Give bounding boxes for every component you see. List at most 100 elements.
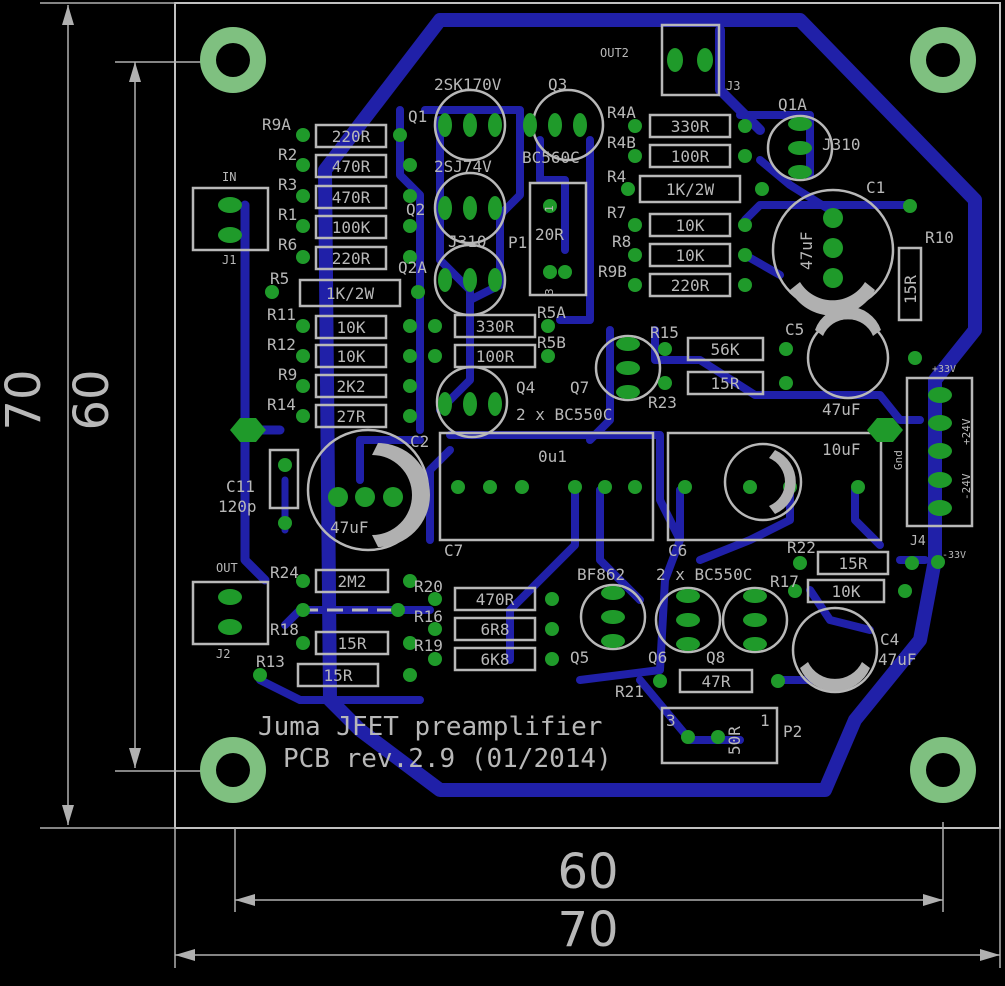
label-m33v: -33V: [942, 550, 966, 561]
label-2sk170: 2SK170V: [434, 75, 502, 94]
label-r20: R20: [414, 577, 443, 596]
label-r24: R24: [270, 563, 299, 582]
value-r4: 1K/2W: [666, 180, 715, 199]
value-r8: 10K: [676, 246, 705, 265]
label-out: OUT: [216, 561, 238, 575]
label-q7: Q7: [570, 378, 589, 397]
value-r4a: 330R: [671, 117, 710, 136]
dim-vertical-inner: 60: [64, 369, 120, 430]
value-r20: 470R: [476, 590, 515, 609]
label-p1-pin1: 1: [543, 205, 556, 212]
value-r15: 56K: [711, 340, 740, 359]
label-r14: R14: [267, 395, 296, 414]
label-c4-value: 47uF: [878, 650, 917, 669]
label-p1-pin3: 3: [543, 288, 556, 295]
value-r13: 15R: [324, 666, 353, 685]
label-p2-value: 50R: [725, 726, 744, 755]
label-r5a: R5A: [537, 303, 566, 322]
value-r14: 27R: [337, 407, 366, 426]
value-r2: 470R: [332, 157, 371, 176]
label-c4: C4: [880, 630, 899, 649]
label-j3: J3: [726, 79, 740, 93]
label-bc550-lower: 2 x BC550C: [656, 565, 752, 584]
label-r9: R9: [278, 365, 297, 384]
dim-horizontal-outer: 70: [557, 902, 618, 958]
value-r5b: 100R: [476, 347, 515, 366]
label-c6: C6: [668, 541, 687, 560]
label-r6: R6: [278, 235, 297, 254]
label-r15: R15: [650, 323, 679, 342]
label-c6-value: 10uF: [822, 440, 861, 459]
label-r8: R8: [612, 232, 631, 251]
silkscreen-outlines: [191, 23, 974, 765]
value-r5: 1K/2W: [326, 284, 375, 303]
value-r16: 6R8: [481, 620, 510, 639]
label-j2: J2: [216, 647, 230, 661]
label-r4: R4: [607, 167, 626, 186]
label-r13: R13: [256, 652, 285, 671]
label-r3: R3: [278, 175, 297, 194]
label-r23: R23: [648, 393, 677, 412]
label-j1: J1: [222, 253, 236, 267]
value-r7: 10K: [676, 216, 705, 235]
label-r4b: R4B: [607, 133, 636, 152]
label-p2-pin3: 3: [666, 711, 676, 730]
label-q2: Q2: [406, 200, 425, 219]
label-c5-value: 47uF: [822, 400, 861, 419]
value-r4b: 100R: [671, 147, 710, 166]
dim-horizontal-inner: 60: [557, 844, 618, 900]
label-j4: J4: [910, 534, 926, 549]
mounting-holes: [200, 27, 976, 803]
value-r9b: 220R: [671, 276, 710, 295]
label-r5b: R5B: [537, 333, 566, 352]
value-r9a: 220R: [332, 127, 371, 146]
value-r19: 6K8: [481, 650, 510, 669]
label-r21: R21: [615, 682, 644, 701]
label-j310-left: J310: [448, 232, 487, 251]
label-q8: Q8: [706, 648, 725, 667]
value-r3: 470R: [332, 188, 371, 207]
label-r16: R16: [414, 607, 443, 626]
value-r22: 15R: [839, 554, 868, 573]
label-r1: R1: [278, 205, 297, 224]
board-outline: [174, 2, 1001, 829]
label-r12: R12: [267, 335, 296, 354]
label-r22: R22: [787, 538, 816, 557]
label-p1-value: 20R: [535, 225, 564, 244]
label-c2-value: 47uF: [330, 518, 369, 537]
board-title-line2: PCB rev.2.9 (01/2014): [283, 744, 612, 774]
dim-vertical-outer: 70: [0, 369, 52, 430]
label-r9b: R9B: [598, 262, 627, 281]
label-q6: Q6: [648, 648, 667, 667]
label-m24v: -24V: [960, 473, 973, 500]
label-out2: OUT2: [600, 46, 629, 60]
label-p1: P1: [508, 233, 527, 252]
value-r11: 10K: [337, 318, 366, 337]
label-in: IN: [222, 170, 236, 184]
label-r18: R18: [270, 620, 299, 639]
value-r21: 47R: [702, 672, 731, 691]
label-q1a: Q1A: [778, 95, 807, 114]
label-j310-right: J310: [822, 135, 861, 154]
value-r24: 2M2: [338, 572, 367, 591]
label-p2: P2: [783, 722, 802, 741]
value-r23: 15R: [711, 374, 740, 393]
component-pads: [253, 119, 945, 744]
label-c7: C7: [444, 541, 463, 560]
label-r19: R19: [414, 636, 443, 655]
label-q4: Q4: [516, 378, 535, 397]
label-r17: R17: [770, 572, 799, 591]
value-r5a: 330R: [476, 317, 515, 336]
label-c1-value: 47uF: [797, 231, 816, 270]
label-r9a: R9A: [262, 115, 291, 134]
label-c11-value: 120p: [218, 497, 257, 516]
label-bc550-upper: 2 x BC550C: [516, 405, 612, 424]
label-p24v: +24V: [960, 418, 973, 445]
value-r18: 15R: [338, 634, 367, 653]
value-r1: 100K: [332, 218, 371, 237]
label-r7: R7: [607, 203, 626, 222]
value-r9: 2K2: [337, 377, 366, 396]
label-q3: Q3: [548, 75, 567, 94]
label-p33v: +33V: [932, 364, 956, 375]
